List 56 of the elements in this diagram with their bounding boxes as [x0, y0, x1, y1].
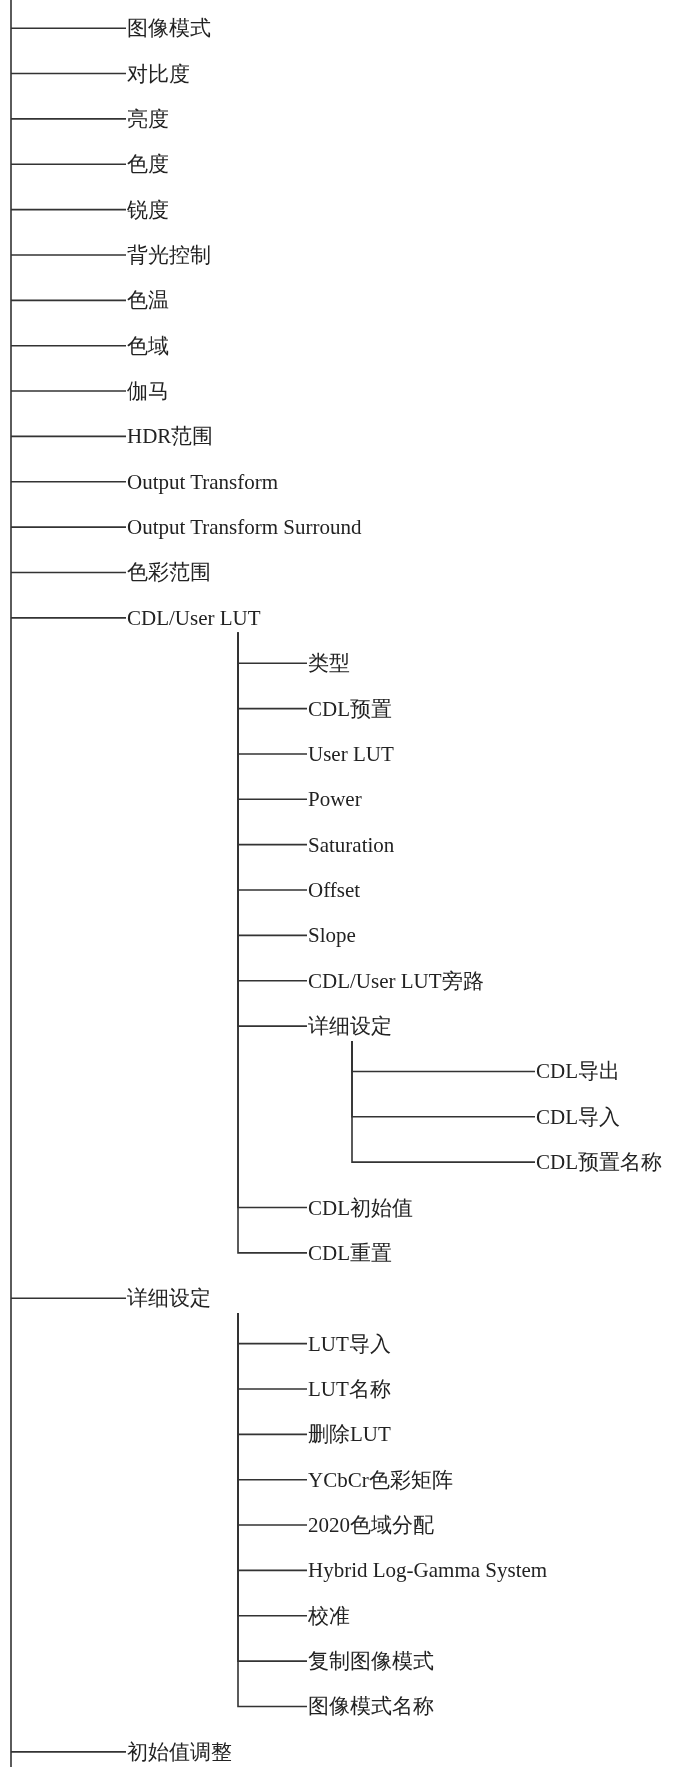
connector-line [10, 299, 127, 302]
menu-item-label: CDL预置名称 [536, 1147, 662, 1178]
connector-line [10, 118, 127, 120]
connector-line [10, 571, 127, 574]
menu-item-label: 2020色域分配 [308, 1510, 434, 1541]
connector-line [10, 1751, 127, 1753]
menu-item-label: 图像模式名称 [308, 1691, 434, 1722]
menu-item-label: CDL初始值 [308, 1192, 413, 1223]
menu-item-label: 色彩范围 [127, 557, 211, 588]
connector-line [10, 163, 127, 166]
menu-item-label: CDL预置 [308, 693, 392, 724]
menu-item-label: CDL导入 [536, 1101, 620, 1132]
menu-item-label: 对比度 [127, 58, 190, 89]
menu-item-label: 初始值调整 [127, 1736, 232, 1767]
menu-item-label: CDL/User LUT [127, 602, 261, 633]
menu-item-label: 详细设定 [127, 1283, 211, 1314]
menu-item-label: 背光控制 [127, 239, 211, 270]
menu-item-label: 伽马 [127, 376, 169, 407]
menu-item-label: 色域 [127, 330, 169, 361]
connector-line [10, 254, 127, 256]
connector-line [351, 1040, 536, 1163]
menu-item-label: Offset [308, 875, 361, 905]
menu-item-label: 亮度 [127, 103, 169, 134]
menu-item-label: Output Transform Surround [127, 512, 362, 543]
menu-item-label: CDL/User LUT旁路 [308, 965, 484, 996]
connector-line [10, 27, 127, 29]
connector-line [10, 344, 127, 347]
menu-item-label: 类型 [308, 648, 350, 679]
connector-line [10, 390, 127, 392]
connector-line [10, 208, 127, 211]
menu-item-label: Saturation [308, 829, 395, 860]
menu-item-label: CDL重置 [308, 1237, 392, 1268]
connector-line [10, 1297, 127, 1300]
menu-item-label: CDL导出 [536, 1056, 620, 1087]
menu-item-label: 锐度 [127, 194, 169, 225]
connector-line [10, 526, 127, 528]
menu-item-label: 色度 [127, 149, 169, 180]
connector-line [10, 480, 127, 483]
menu-item-label: Power [308, 784, 362, 815]
menu-item-label: Output Transform [127, 466, 279, 497]
menu-item-label: LUT名称 [308, 1373, 391, 1404]
menu-item-label: Hybrid Log-Gamma System [308, 1555, 548, 1586]
connector-line [10, 72, 127, 75]
menu-item-label: HDR范围 [127, 421, 214, 452]
menu-item-label: 校准 [308, 1600, 350, 1631]
connector-line [10, 435, 127, 438]
connector-line [10, 617, 127, 619]
menu-item-label: Slope [308, 920, 356, 951]
menu-item-label: 色温 [127, 285, 169, 316]
menu-item-label: LUT导入 [308, 1328, 391, 1359]
menu-item-label: User LUT [308, 738, 394, 769]
menu-item-label: YCbCr色彩矩阵 [308, 1464, 453, 1495]
menu-item-label: 图像模式 [127, 13, 211, 44]
menu-item-label: 删除LUT [308, 1419, 391, 1450]
menu-item-label: 详细设定 [308, 1011, 392, 1042]
menu-item-label: 复制图像模式 [308, 1646, 434, 1677]
